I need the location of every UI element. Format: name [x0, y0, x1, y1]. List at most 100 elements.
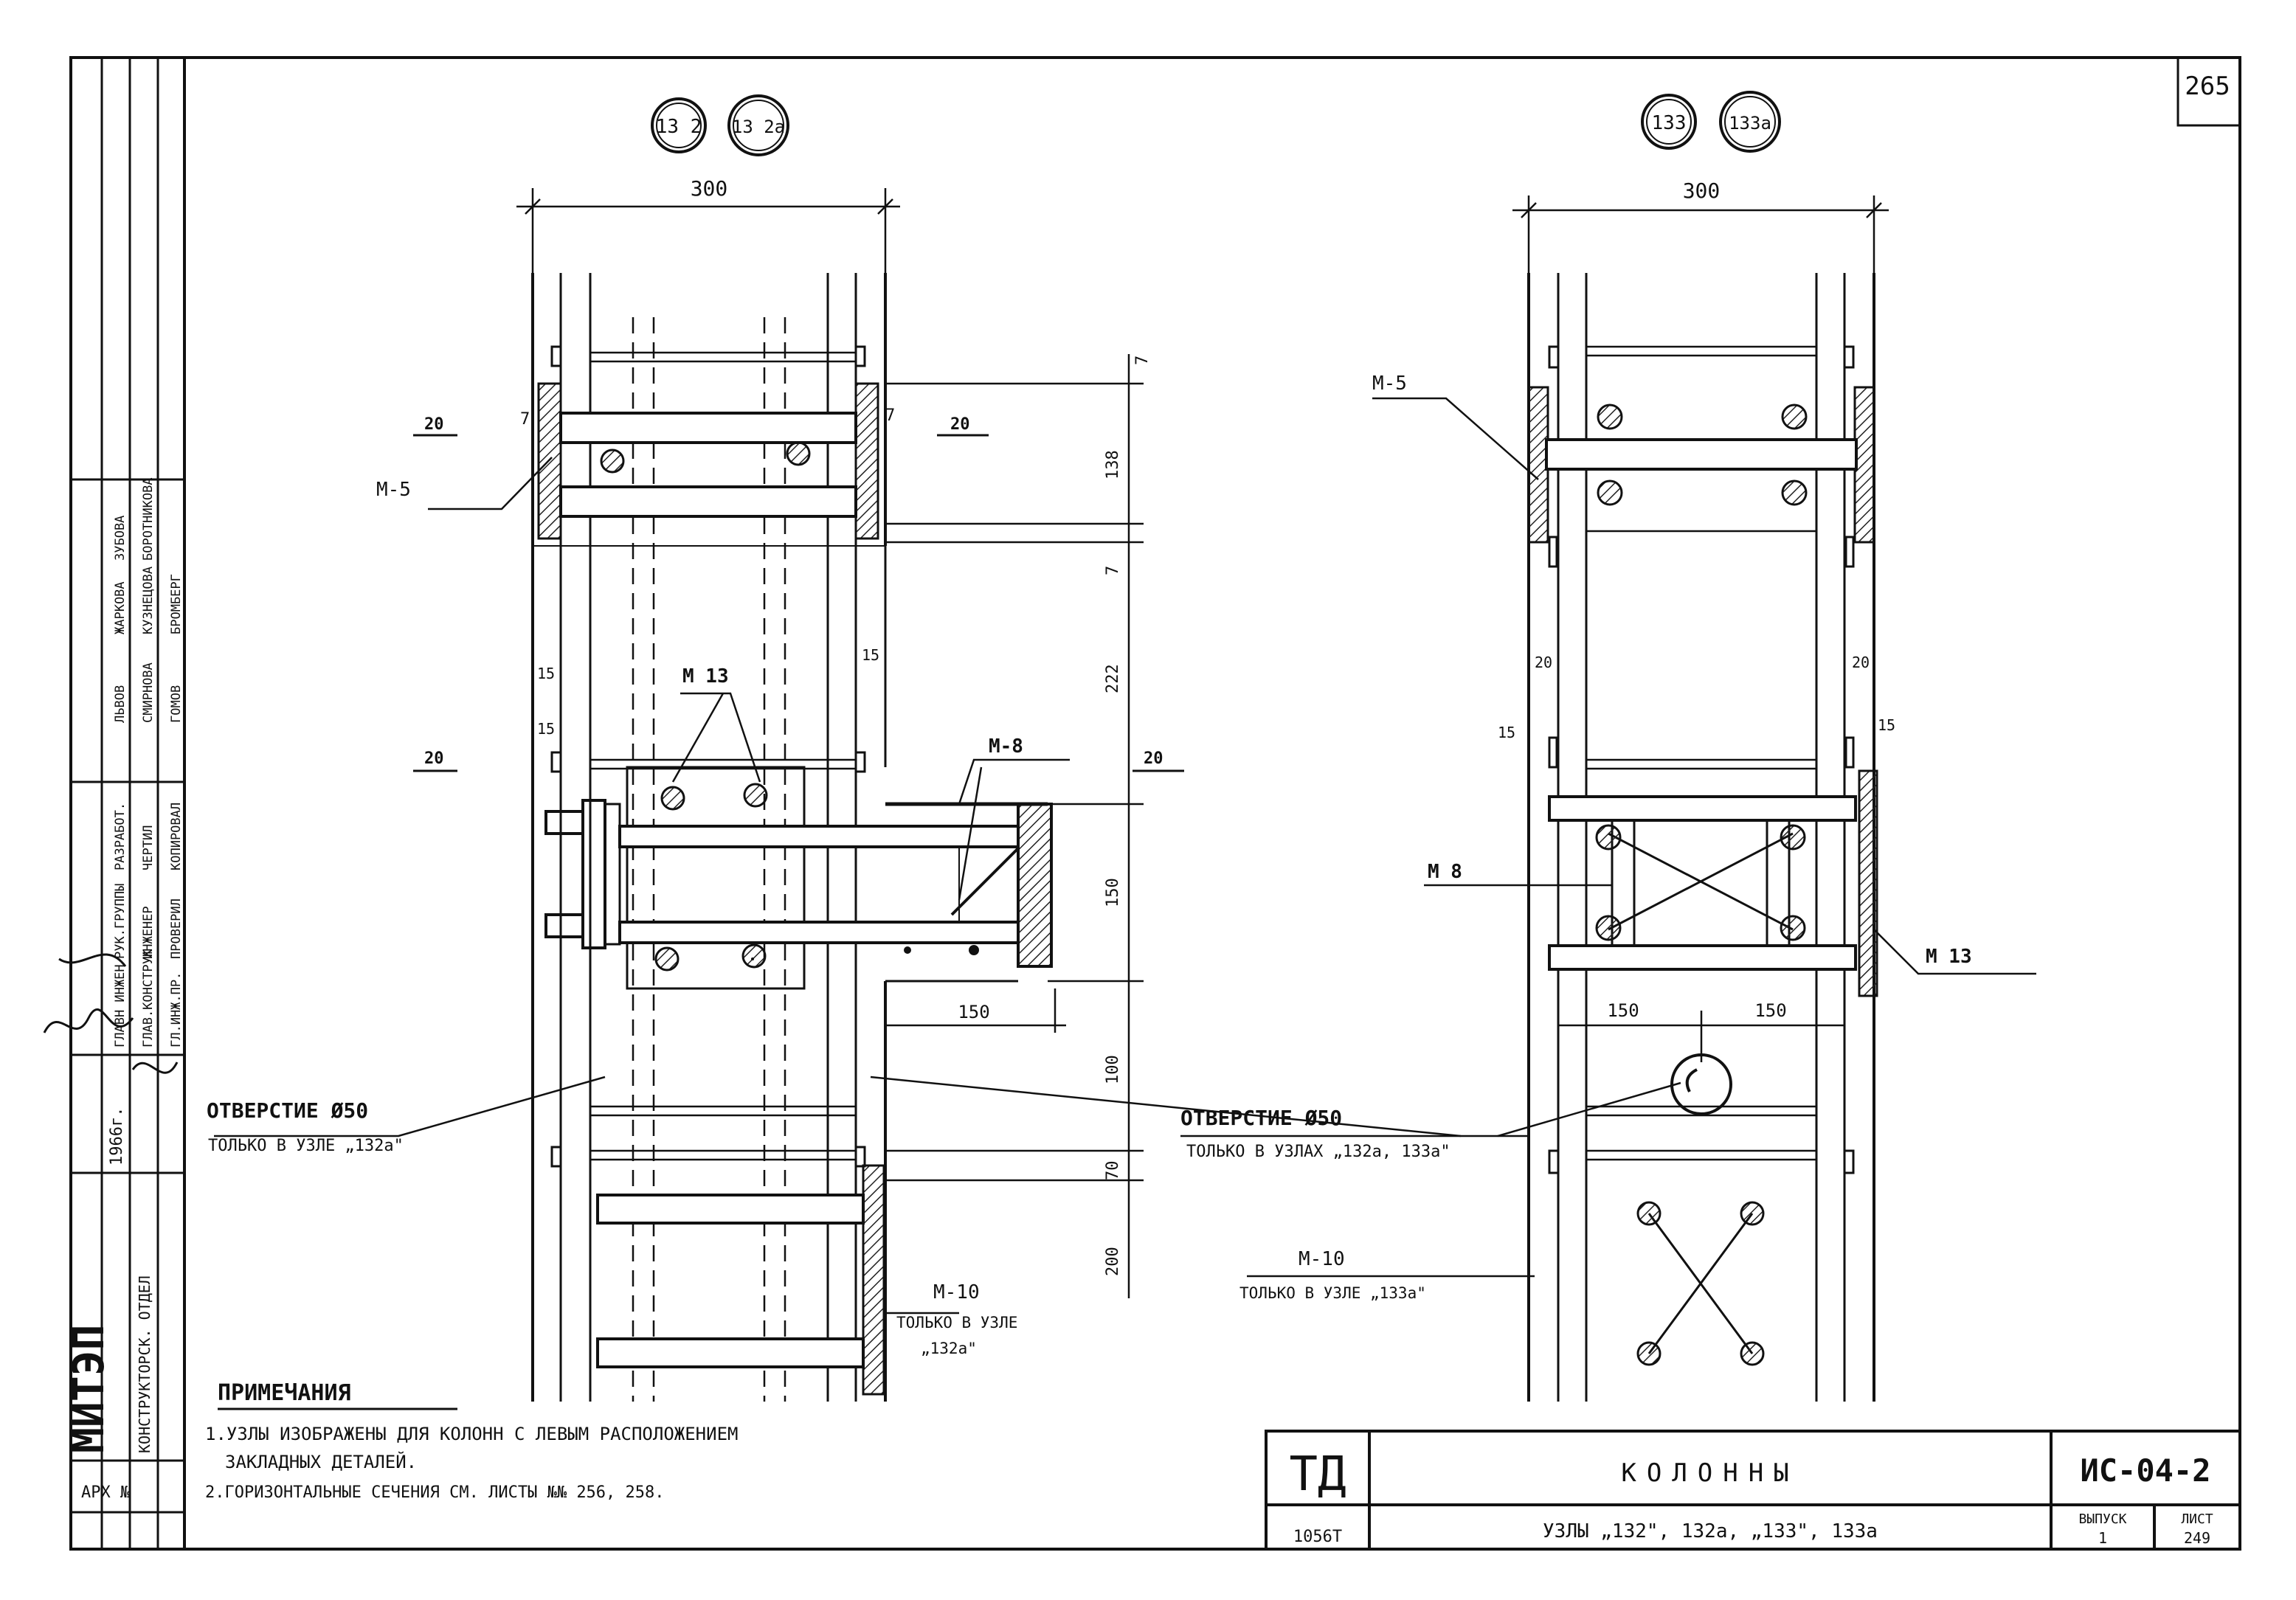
stamp-org: МИТЭП — [63, 1324, 114, 1453]
title-subtitle: УЗЛЫ „132", 132а, „133", 133а — [1543, 1520, 1878, 1542]
left-node-markers: 13 2 13 2а — [651, 94, 789, 156]
stamp-role-8: ЧЕРТИЛ — [141, 825, 156, 870]
right-m10-note: ТОЛЬКО В УЗЛЕ „133а" — [1239, 1284, 1426, 1302]
right-node-markers: 133 133а — [1641, 91, 1781, 153]
elev-l-1: 20 — [424, 415, 444, 434]
dim-ri-1: 7 — [885, 406, 895, 425]
right-dim-150-a: 150 — [1607, 1000, 1639, 1021]
stamp-name-4: ЖАРКОВА — [113, 581, 128, 634]
title-sheet-value: 249 — [2184, 1529, 2210, 1547]
dim-l-1: 7 — [520, 410, 530, 429]
left-bolts — [654, 783, 768, 972]
left-leaders — [214, 457, 1070, 1315]
right-width-dimension — [1512, 195, 1889, 280]
left-lugs — [550, 345, 866, 1168]
node-label-132: 13 2 — [656, 116, 702, 138]
stamp-role-5: ИНЖЕНЕР — [141, 906, 156, 959]
right-upper-plates — [1527, 386, 1875, 544]
stamp-role-2: ГЛАВ.КОНСТРУК — [141, 949, 156, 1047]
notes-title: ПРИМЕЧАНИЯ — [218, 1380, 351, 1406]
title-series: ИС-04-2 — [2080, 1452, 2210, 1489]
side-stamp-text: МИТЭП КОНСТРУКТОРСК. ОТДЕЛ 1966г. АРХ № … — [43, 477, 184, 1502]
right-hole — [1670, 1053, 1732, 1115]
notes-line-2: ЗАКЛАДНЫХ ДЕТАЛЕЙ. — [225, 1451, 417, 1472]
center-hole-title: ОТВЕРСТИЕ Ø50 — [1180, 1106, 1342, 1130]
title-code-small: 1056Т — [1293, 1528, 1342, 1546]
signature-scribble — [43, 953, 179, 1074]
title-issue-value: 1 — [2098, 1529, 2107, 1547]
stamp-role-1: ГЛАВН ИНЖЕН — [113, 964, 128, 1047]
right-dim-r-1: 20 — [1852, 654, 1870, 671]
page-number: 265 — [2185, 72, 2230, 101]
left-width-dimension — [516, 188, 900, 288]
dim-r-3: 7 — [1104, 566, 1122, 575]
dim-r-7: 70 — [1104, 1161, 1122, 1181]
page-number-box: 265 — [2176, 59, 2238, 127]
dim-r-5: 150 — [1104, 878, 1122, 907]
side-stamp — [71, 58, 184, 1549]
stamp-archive: АРХ № — [81, 1483, 130, 1502]
title-sheet-label: ЛИСТ — [2181, 1511, 2213, 1527]
left-m5-label: М-5 — [376, 479, 411, 501]
right-width-dim: 300 — [1683, 179, 1721, 203]
left-m8-label: М-8 — [989, 735, 1023, 758]
dim-l-2: 15 — [537, 665, 555, 682]
title-main: КОЛОННЫ — [1621, 1458, 1799, 1488]
notes-line-3: 2.ГОРИЗОНТАЛЬНЫЕ СЕЧЕНИЯ СМ. ЛИСТЫ №№ 25… — [205, 1483, 665, 1502]
right-lugs — [1548, 345, 1855, 1174]
title-issue-label: ВЫПУСК — [2078, 1511, 2126, 1527]
left-hole-note: ТОЛЬКО В УЗЛЕ „132а" — [208, 1137, 404, 1155]
left-hole-title: ОТВЕРСТИЕ Ø50 — [207, 1098, 368, 1123]
right-lower-bolts — [1636, 1201, 1765, 1366]
dim-r-4: 222 — [1104, 664, 1122, 693]
node-label-132a: 13 2а — [732, 117, 785, 137]
notes-line-1: 1.УЗЛЫ ИЗОБРАЖЕНЫ ДЛЯ КОЛОНН С ЛЕВЫМ РАС… — [205, 1424, 738, 1444]
right-dim-l-1: 20 — [1535, 654, 1552, 671]
left-lower-plates — [596, 1164, 885, 1396]
left-dim-chain-labels: 7 138 7 222 150 100 70 200 — [1104, 356, 1152, 1276]
stamp-name-7: ЗУБОВА — [113, 516, 128, 561]
dim-r-1: 7 — [1133, 356, 1152, 365]
center-hole-note: ТОЛЬКО В УЗЛАХ „132а, 133а" — [1186, 1143, 1450, 1161]
elev-r-1: 20 — [950, 415, 970, 434]
node-label-133: 133 — [1652, 112, 1687, 134]
title-logo: ТД — [1289, 1447, 1346, 1502]
left-m10-label: М-10 — [933, 1281, 980, 1303]
dim-l-3: 15 — [537, 720, 555, 738]
stamp-role-3: ГЛ.ИНЖ.ПР. — [169, 972, 184, 1047]
right-m8-label: М 8 — [1428, 861, 1462, 883]
stamp-name-8: БОРОТНИКОВА — [141, 477, 156, 561]
left-bracket — [544, 766, 1053, 990]
right-dim-l-2: 15 — [1498, 724, 1515, 741]
right-dim-r-2: 15 — [1878, 716, 1895, 734]
left-dim-chain — [885, 354, 1144, 1298]
left-bottom-hdim — [885, 988, 1066, 1033]
node-label-133a: 133а — [1729, 113, 1771, 134]
left-width-dim: 300 — [691, 176, 728, 201]
left-m10-note-1: ТОЛЬКО В УЗЛЕ — [896, 1314, 1017, 1331]
right-m5-label: М-5 — [1372, 373, 1407, 395]
stamp-date: 1966г. — [108, 1107, 126, 1166]
elev-l-2: 20 — [424, 749, 444, 768]
dim-r-8: 200 — [1104, 1247, 1122, 1276]
stamp-name-5: КУЗНЕЦОВА — [141, 567, 156, 634]
dim-r-6: 100 — [1104, 1055, 1122, 1084]
stamp-name-1: ЛЬВОВ — [113, 685, 128, 723]
left-m10-note-2: „132а" — [921, 1340, 977, 1357]
right-dim-150-b: 150 — [1754, 1000, 1786, 1021]
right-m10-label: М-10 — [1299, 1248, 1345, 1270]
title-block — [1265, 1430, 2241, 1551]
left-embedded-plates — [537, 382, 879, 540]
stamp-name-6: БРОМБЕРГ — [169, 574, 184, 634]
right-m13-label: М 13 — [1926, 946, 1972, 968]
stamp-name-3: ГОМОВ — [169, 685, 184, 723]
dim-r-2: 138 — [1104, 450, 1122, 479]
stamp-dept: КОНСТРУКТОРСК. ОТДЕЛ — [136, 1275, 153, 1453]
left-m13-label: М 13 — [682, 665, 729, 688]
stamp-role-6: ПРОВЕРИЛ — [169, 898, 184, 959]
left-small-dims: 7 7 15 15 15 — [520, 406, 895, 738]
dim-ri-2: 15 — [862, 646, 879, 664]
right-middle-plates — [1548, 769, 1878, 997]
left-dim-150: 150 — [958, 1002, 989, 1022]
